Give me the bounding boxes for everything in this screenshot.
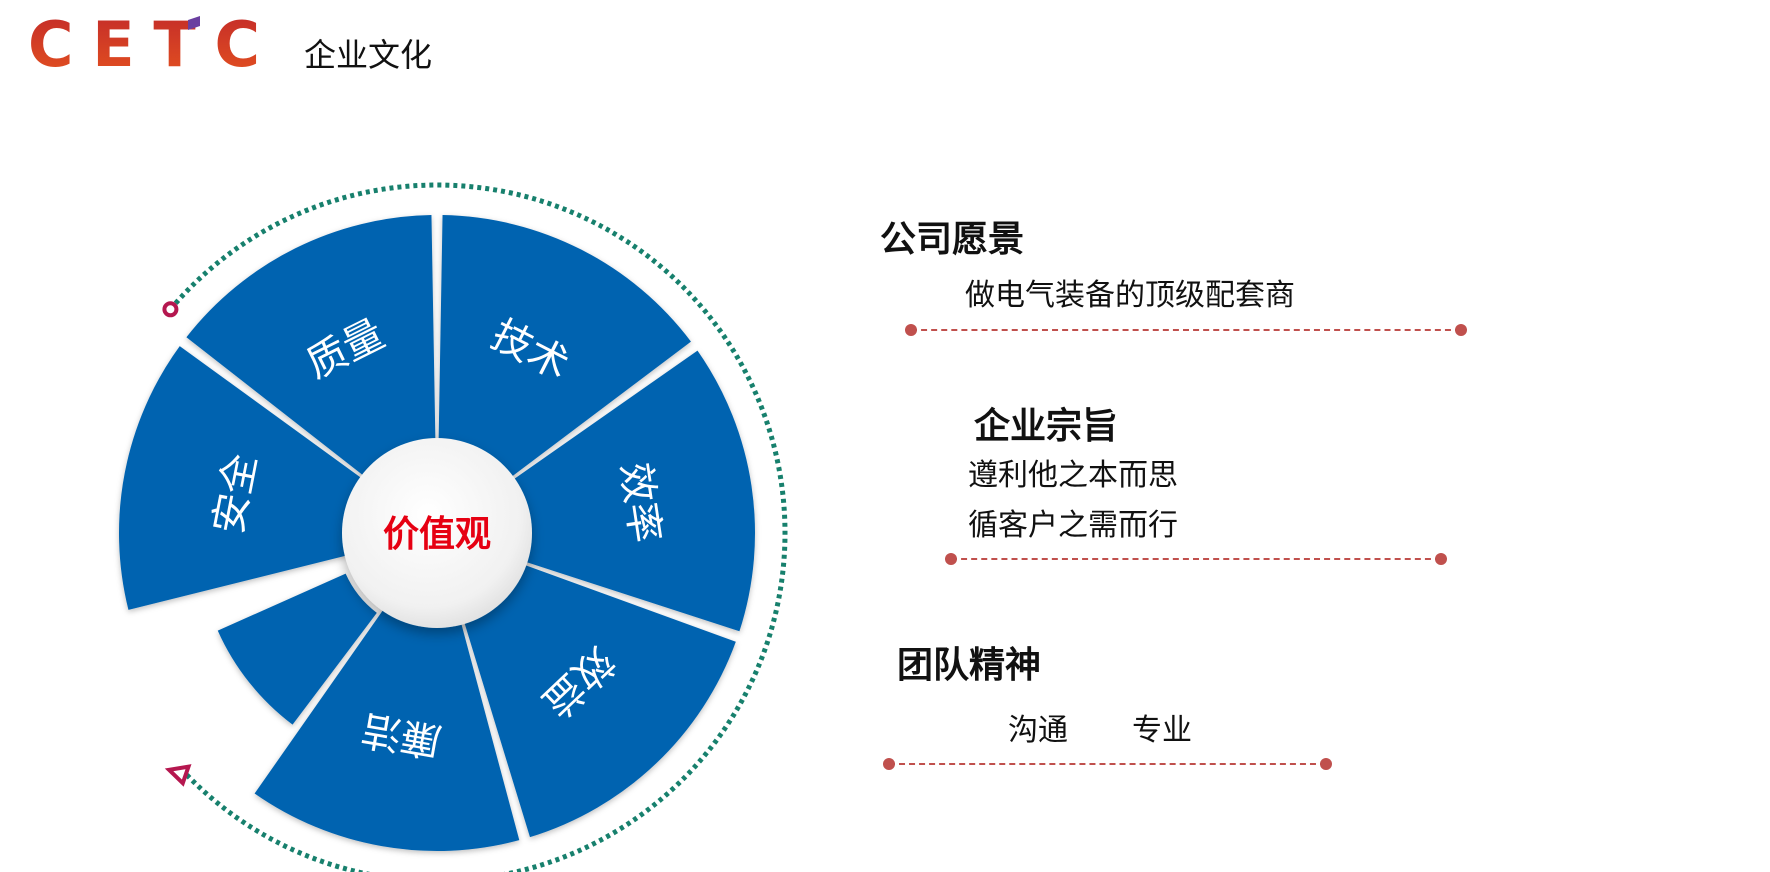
arc-start-circle-icon xyxy=(162,301,179,318)
section-heading-team: 团队精神 xyxy=(897,645,1042,686)
divider xyxy=(883,758,1332,770)
segment-safety xyxy=(119,346,366,610)
section-heading-purpose: 企业宗旨 xyxy=(974,406,1119,447)
segment-integrity xyxy=(254,605,520,851)
page-title: 企业文化 xyxy=(304,36,433,74)
section-heading-vision: 公司愿景 xyxy=(880,219,1025,260)
cetc-logo: CETC xyxy=(28,14,260,74)
divider xyxy=(905,324,1467,336)
segment-technology xyxy=(438,215,691,481)
purpose-line-1: 遵利他之本而思 xyxy=(968,458,1178,493)
center-hub xyxy=(342,438,532,628)
team-value-1: 沟通 xyxy=(1008,713,1068,748)
values-wheel: 质量技术效率效益廉洁安全 价值观 xyxy=(119,182,788,872)
segment-efficiency xyxy=(509,350,756,632)
team-value-2: 专业 xyxy=(1132,713,1192,748)
segment-benefit xyxy=(462,563,736,838)
arc-end-triangle-icon xyxy=(164,764,192,787)
divider xyxy=(945,553,1447,565)
segment-fragment xyxy=(217,573,377,725)
dotted-arc xyxy=(168,182,788,872)
segment-quality xyxy=(186,215,436,479)
purpose-line-2: 循客户之需而行 xyxy=(968,508,1178,543)
center-label: 价值观 xyxy=(383,514,491,555)
vision-text: 做电气装备的顶级配套商 xyxy=(965,278,1295,313)
